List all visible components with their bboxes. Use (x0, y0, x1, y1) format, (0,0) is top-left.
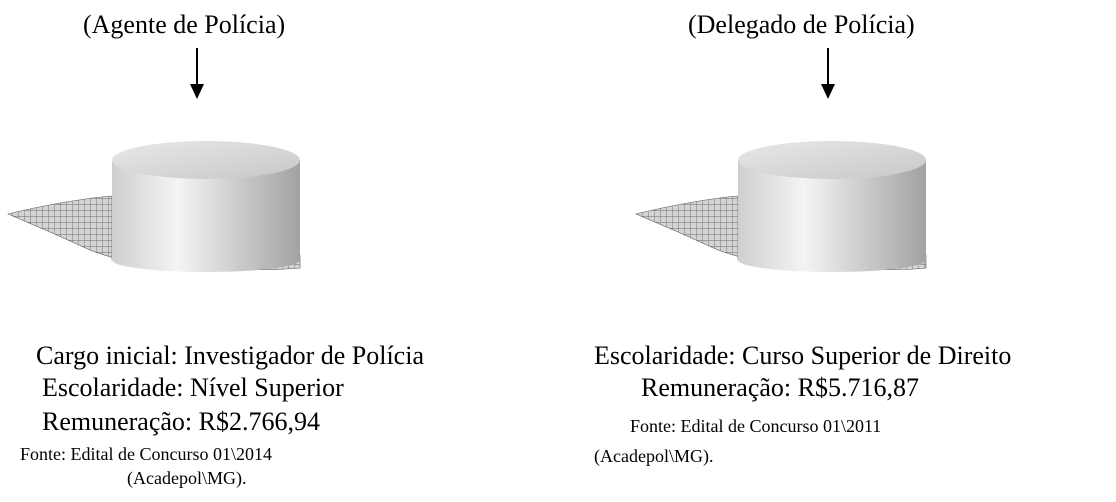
right-cylinder (738, 141, 926, 272)
left-fonte: Fonte: Edital de Concurso 01\2014 (20, 444, 272, 464)
left-remuneracao: Remuneração: R$2.766,94 (42, 407, 320, 436)
right-down-arrow-icon (821, 48, 835, 99)
left-fonte-instituicao: (Acadepol\MG). (127, 468, 247, 488)
left-cylinder (112, 141, 300, 272)
left-title: (Agente de Polícia) (83, 10, 286, 39)
left-down-arrow-icon (190, 48, 204, 99)
right-fonte: Fonte: Edital de Concurso 01\2011 (630, 416, 882, 436)
right-title: (Delegado de Polícia) (688, 10, 915, 39)
right-escolaridade: Escolaridade: Curso Superior de Direito (594, 341, 1012, 370)
left-escolaridade: Escolaridade: Nível Superior (42, 373, 344, 402)
left-cargo-inicial: Cargo inicial: Investigador de Polícia (36, 341, 424, 370)
diagram-graphics (7, 48, 927, 272)
right-fonte-instituicao: (Acadepol\MG). (594, 446, 714, 466)
right-remuneracao: Remuneração: R$5.716,87 (641, 373, 919, 402)
